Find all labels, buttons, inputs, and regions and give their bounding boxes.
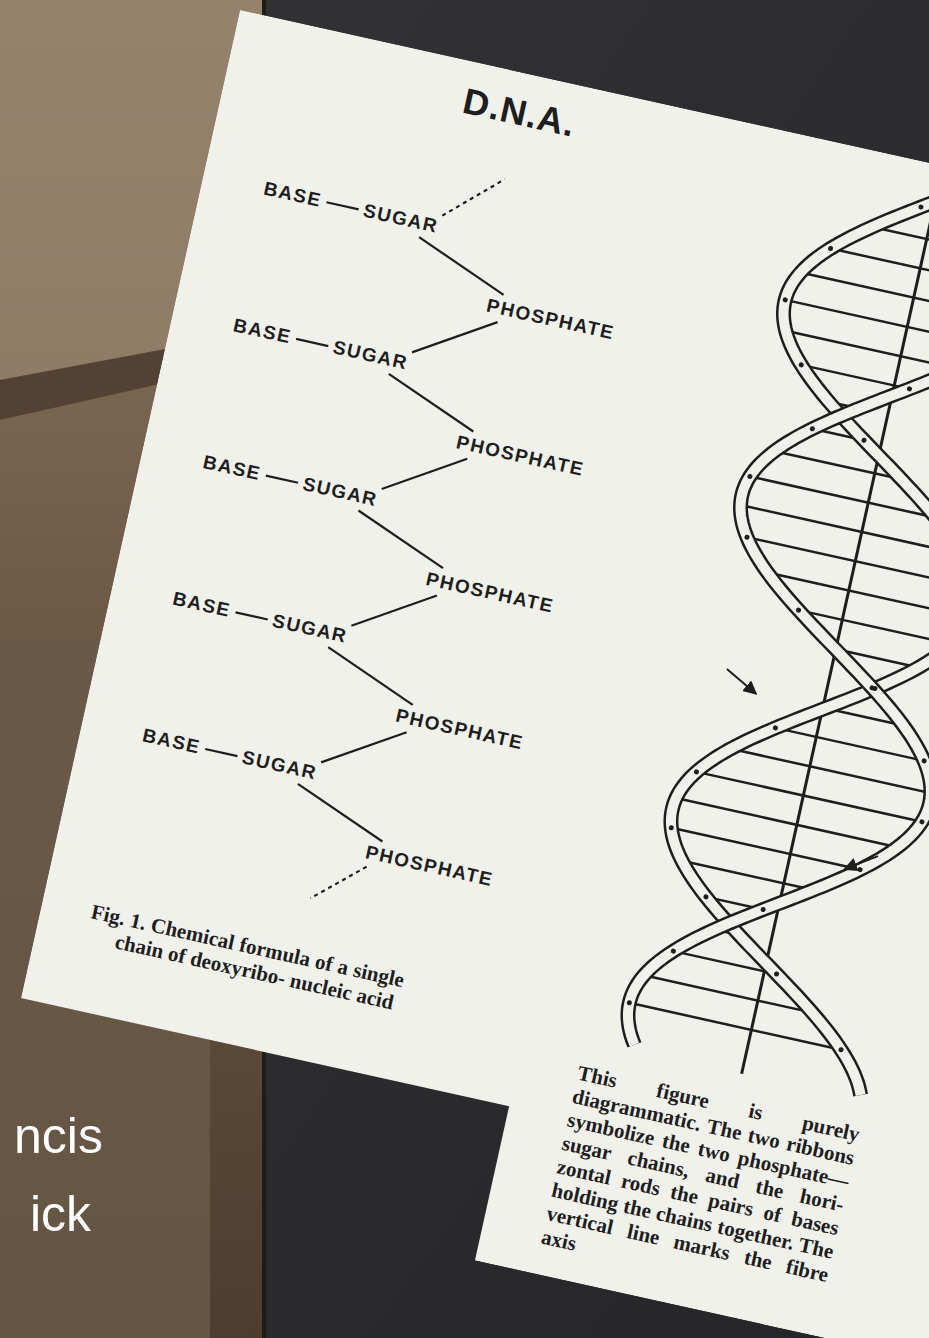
ribbon-dot — [828, 245, 834, 251]
ribbon-dot — [838, 1047, 844, 1053]
base-sugar-bond — [205, 749, 237, 756]
chain-bonds — [179, 143, 528, 911]
sugar-phosphate-bond — [320, 647, 421, 705]
ribbon — [621, 163, 929, 1096]
sugar-phosphate-bond — [412, 305, 498, 369]
ribbon-dot — [747, 473, 753, 479]
ribbon-outline — [621, 163, 929, 1096]
base-pair-rod — [676, 798, 898, 847]
ribbon-dot — [744, 534, 750, 540]
sugar-phosphate-bond — [290, 784, 391, 842]
base-sugar-bond — [236, 612, 268, 619]
ribbon-dot — [703, 894, 709, 900]
speaker-name-fragment: ick — [30, 1186, 91, 1242]
base-pair-rod — [696, 772, 921, 822]
ribbon-dot — [918, 204, 924, 210]
ribbon-dot — [798, 362, 804, 368]
base-pair-rod — [671, 828, 860, 870]
ribbon — [621, 163, 929, 1096]
sugar-phosphate-bond — [381, 374, 482, 432]
ribbon-dot — [796, 607, 802, 613]
ribbon-dot — [809, 426, 815, 432]
sugar-phosphate-bond — [351, 579, 437, 643]
ribbon-dot — [668, 825, 674, 831]
ribbon-dot — [857, 867, 863, 873]
double-helix — [617, 158, 929, 1102]
fibre-axis — [742, 185, 929, 1073]
helix-arrow — [723, 669, 760, 694]
base-pair-rod — [741, 505, 929, 554]
base-sugar-bond — [266, 476, 298, 483]
ribbon-dot — [782, 297, 788, 303]
sugar-phosphate-bond — [321, 716, 407, 780]
paper-clipping: D.N.A.Fig. 1. Chemical formula of a sing… — [0, 10, 929, 1338]
ribbon-dot — [872, 686, 878, 692]
chain-continues — [310, 856, 366, 908]
ribbon-outline — [621, 163, 929, 1096]
chain-continues — [442, 168, 504, 227]
helix-arrow — [844, 850, 878, 876]
ribbon-dot — [760, 907, 766, 913]
ribbon-dot — [906, 386, 912, 392]
ribbon-dot — [772, 725, 778, 731]
sugar-phosphate-bond — [382, 442, 468, 506]
ribbon-dot — [861, 437, 867, 443]
ribbon-dot — [919, 819, 925, 825]
ribbon-dot — [693, 769, 699, 775]
sugar-phosphate-bond — [350, 511, 451, 569]
sugar-phosphate-bond — [411, 237, 512, 295]
ribbon-dot — [626, 1000, 632, 1006]
base-sugar-bond — [296, 339, 328, 346]
speaker-name-fragment: ncis — [14, 1108, 103, 1164]
ribbon-dot — [774, 971, 780, 977]
paper-sheet — [0, 10, 929, 1338]
base-sugar-bond — [326, 202, 358, 209]
ribbon-dot — [921, 758, 927, 764]
ribbon-dot — [670, 948, 676, 954]
